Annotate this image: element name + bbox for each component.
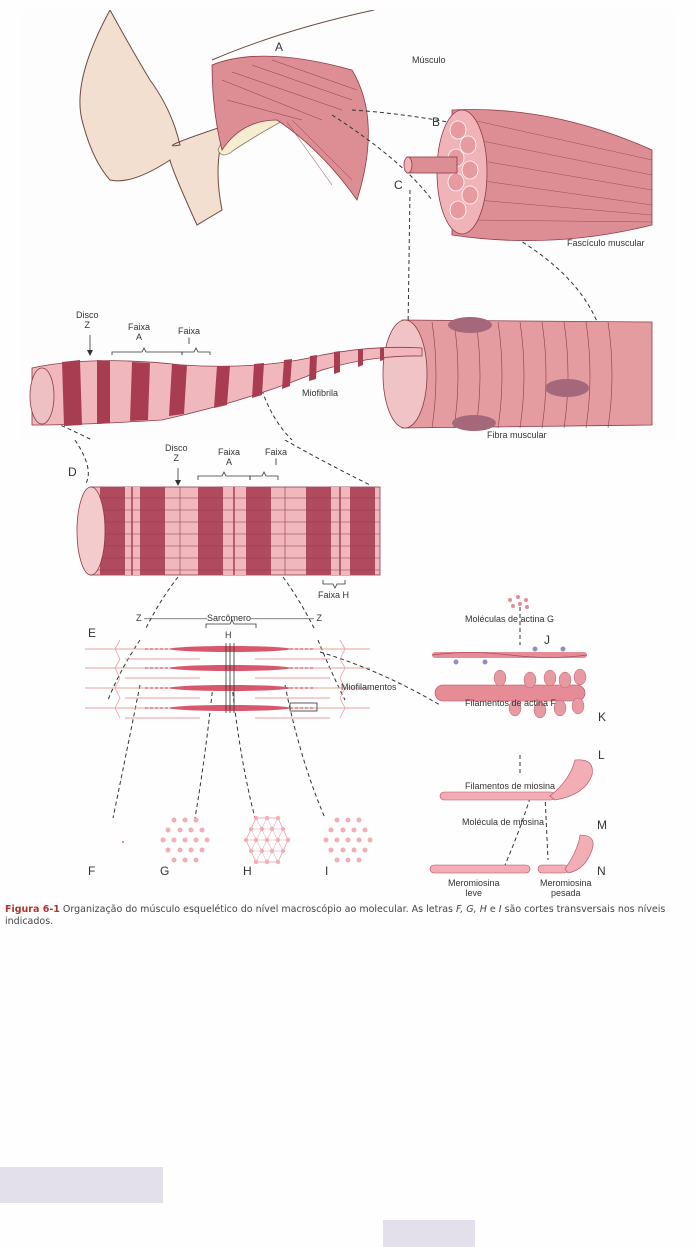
label-e: E	[88, 626, 97, 640]
figure-caption: Figura 6-1 Organização do músculo esquel…	[5, 904, 691, 928]
fascicle	[451, 109, 653, 241]
label-i: I	[325, 864, 329, 878]
label-n: N	[597, 864, 606, 878]
label-b: B	[432, 115, 441, 129]
label-meromiosina-pesada: Meromiosina pesada	[540, 878, 592, 898]
label-disco-z-2: Disco Z	[165, 443, 188, 463]
myofibril-cross-section	[29, 367, 55, 425]
actin-f-filament	[431, 646, 588, 665]
myofibril-bands	[62, 348, 384, 426]
nucleus	[448, 317, 492, 333]
label-a: A	[275, 40, 284, 54]
z-discs	[179, 487, 286, 575]
myosin-filament	[434, 668, 587, 719]
label-actina-f: Filamentos de actina F	[465, 698, 557, 708]
label-k: K	[598, 710, 607, 724]
label-fasciculo-muscular: Fascículo muscular	[567, 238, 645, 248]
myosin-molecule	[439, 759, 593, 801]
caption-text-2: e	[486, 904, 499, 915]
caption-text-1: Organização do músculo esquelético do ní…	[59, 904, 457, 915]
label-miosina-molecula: Molécula de miosina	[462, 817, 545, 827]
label-m: M	[597, 818, 607, 832]
label-fibra-muscular: Fibra muscular	[487, 430, 547, 440]
label-d: D	[68, 465, 77, 479]
label-musculo: Músculo	[412, 55, 446, 65]
cross-section-i	[323, 817, 373, 863]
label-disco-z-1: Disco Z	[76, 310, 99, 330]
label-miofilamentos: Miofilamentos	[341, 682, 397, 692]
label-l: L	[598, 748, 605, 762]
cross-section-g	[160, 817, 210, 863]
myofilaments	[85, 639, 370, 719]
figure-upper-panel: A Músculo B C Fascículo muscular Fibra m…	[22, 10, 674, 440]
deltoid-muscle	[211, 55, 369, 201]
muscle-fiber	[401, 319, 653, 429]
meromyosin	[429, 834, 594, 874]
cross-section-f	[122, 841, 124, 843]
cross-section-h	[243, 815, 291, 865]
a-bands	[100, 487, 375, 575]
label-faixa-a-2: Faixa A	[218, 447, 241, 467]
label-actina-g: Moléculas de actina G	[465, 614, 555, 624]
m-lines	[131, 487, 341, 575]
caption-label: Figura 6-1	[5, 904, 60, 915]
muscle-striations	[221, 59, 358, 186]
caption-letters: F, G, H	[456, 904, 487, 915]
fiber-stub	[406, 156, 458, 174]
sarcomere-detail-illustration	[74, 440, 594, 874]
caption-text-3: são cortes transversais nos níveis indic…	[5, 904, 666, 927]
label-g: G	[160, 864, 170, 878]
label-meromiosina-leve: Meromiosina leve	[448, 878, 500, 898]
nucleus	[452, 415, 496, 431]
label-h-band: H	[225, 630, 232, 640]
nucleus	[545, 379, 589, 397]
label-faixa-i-1: Faixa I	[178, 326, 201, 346]
label-miosina-filamentos: Filamentos de miosina	[465, 781, 556, 791]
label-c: C	[394, 178, 403, 192]
shoulder-outline	[211, 10, 375, 61]
muscle-organization-illustration	[29, 10, 653, 440]
placeholder-block	[0, 1167, 163, 1203]
label-faixa-a-1: Faixa A	[128, 322, 151, 342]
label-faixa-h: Faixa H	[318, 590, 350, 600]
label-faixa-i-2: Faixa I	[265, 447, 288, 467]
fiber-cross-section	[382, 319, 428, 429]
label-f: F	[88, 864, 96, 878]
actin-g-molecules	[508, 595, 529, 609]
label-h: H	[243, 864, 252, 878]
caption-letter-i: I	[498, 904, 502, 915]
placeholder-block	[383, 1220, 475, 1247]
arm-skin	[79, 10, 228, 226]
label-sarcomero: Z ———————Sarcômero——————— Z	[136, 613, 323, 623]
label-miofibrila: Miofibrila	[302, 388, 339, 398]
label-j: J	[544, 633, 550, 647]
